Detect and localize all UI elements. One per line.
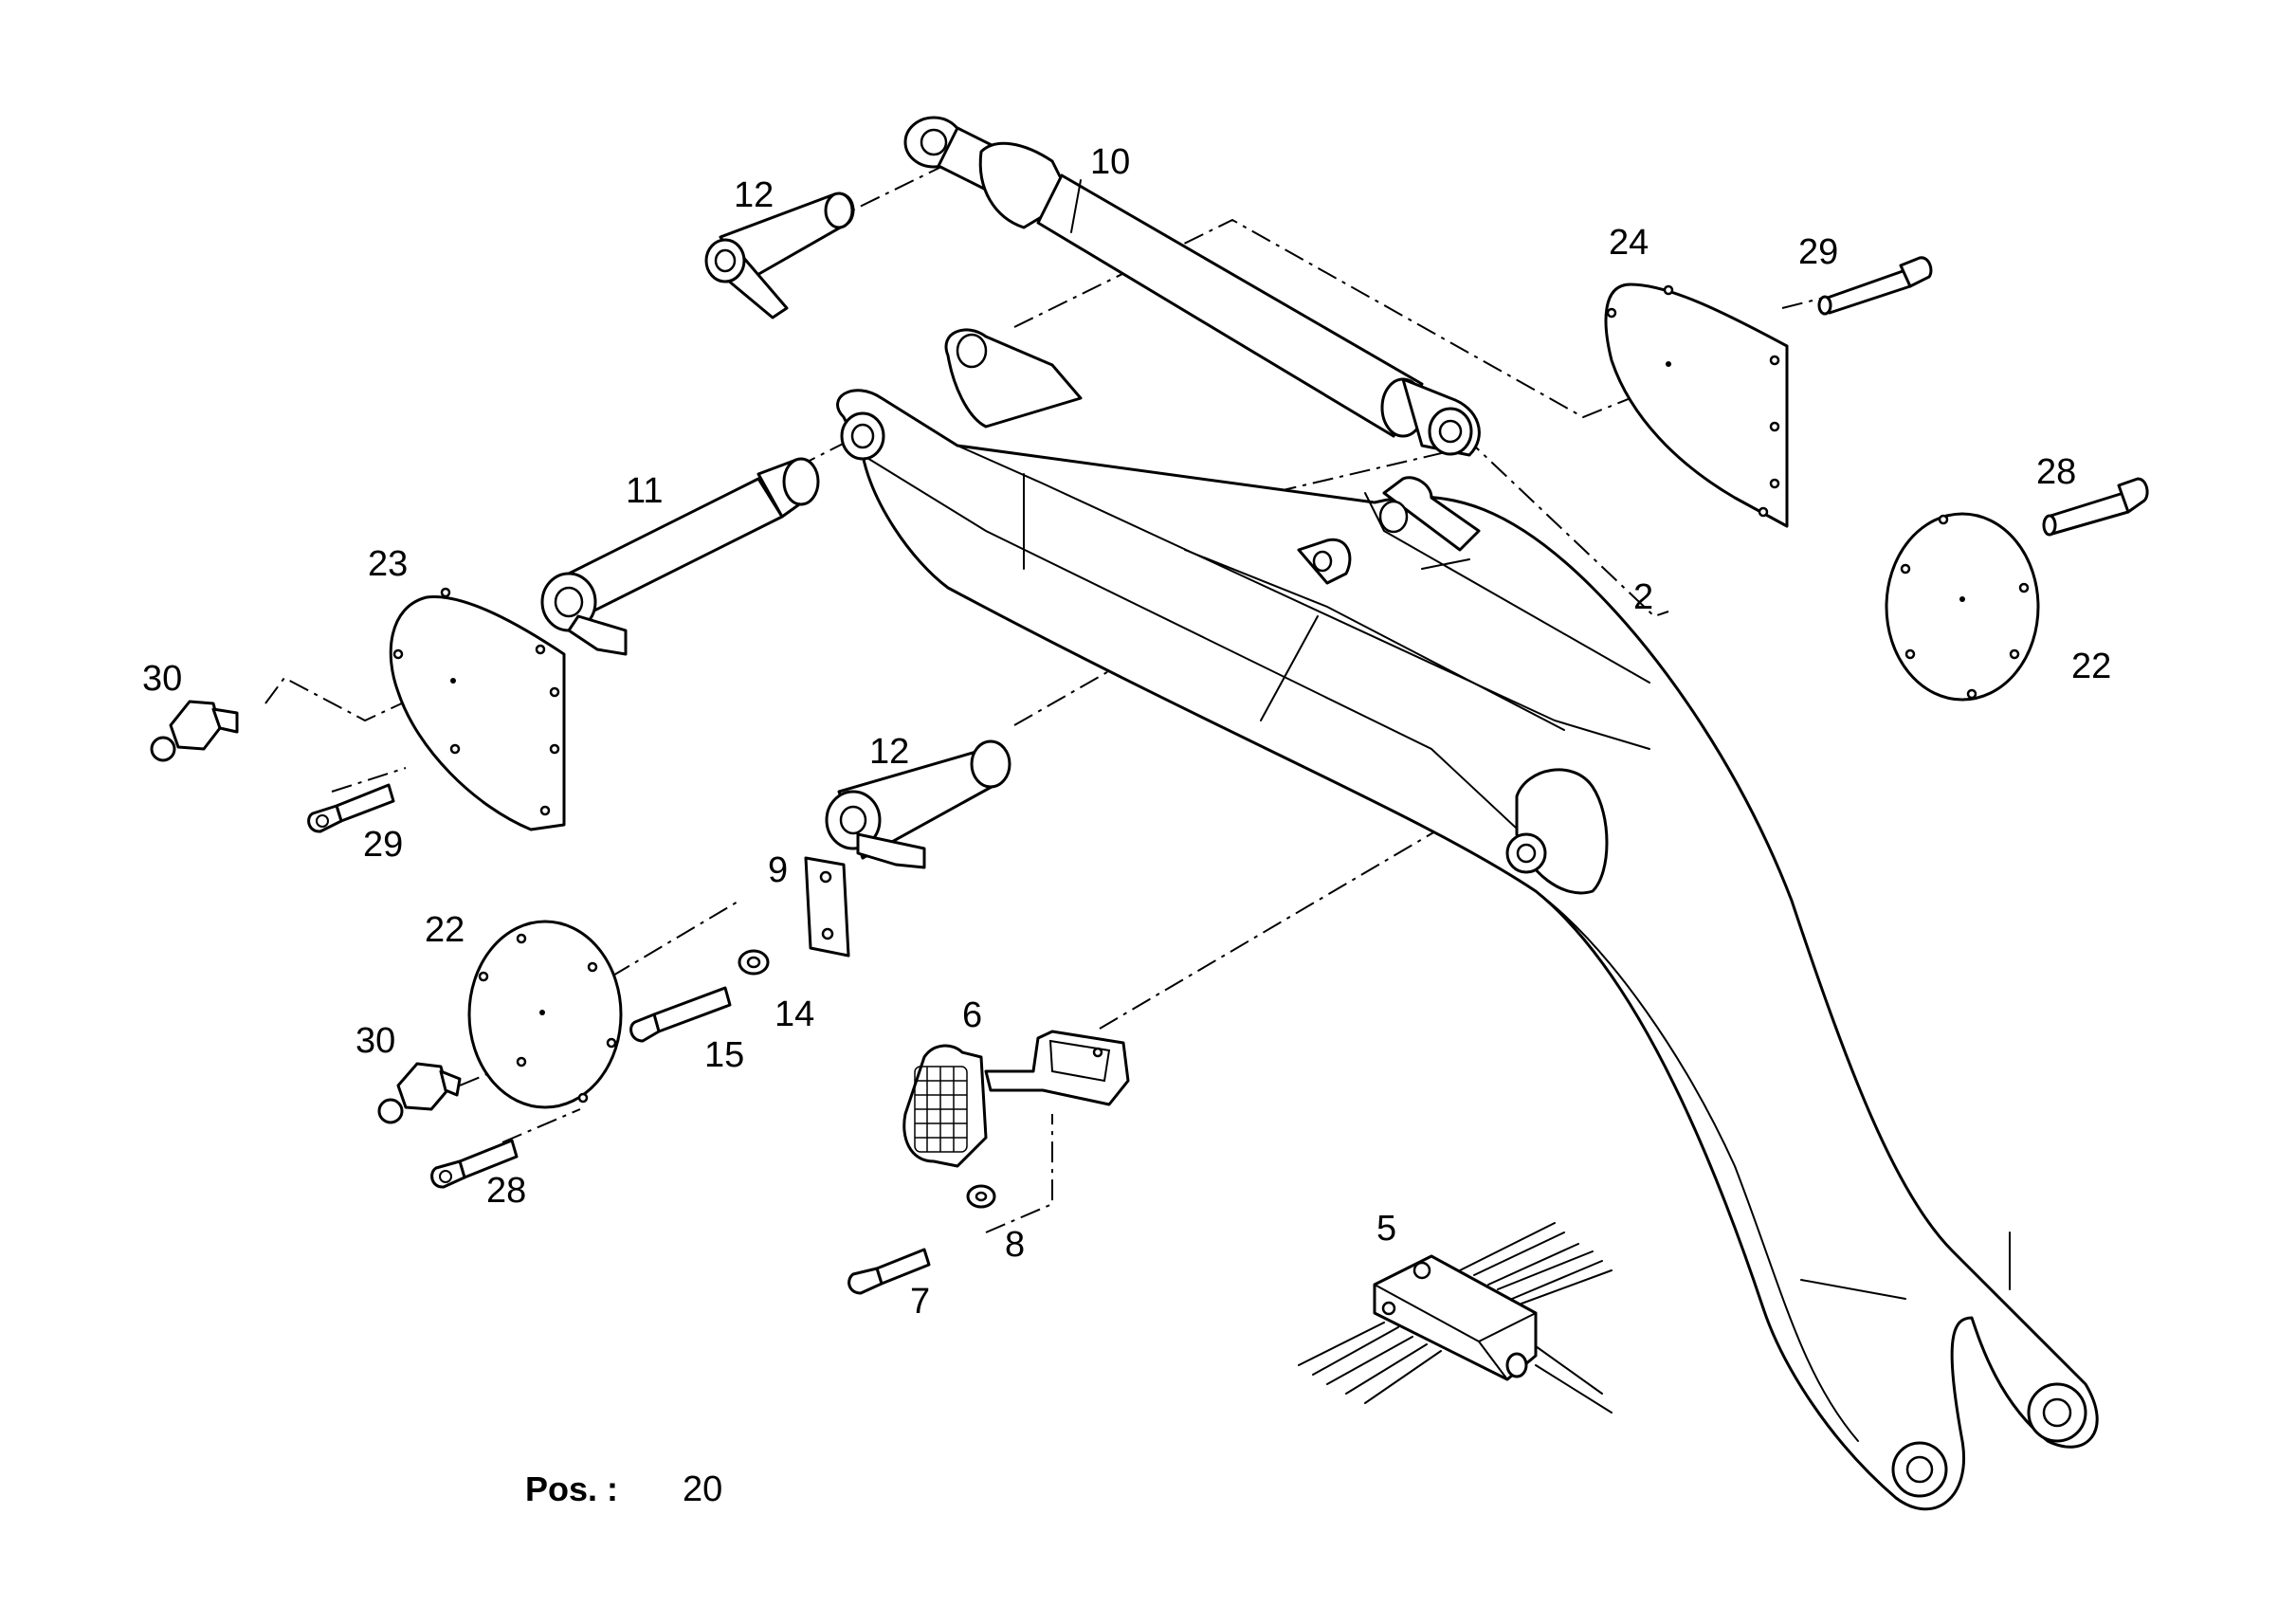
callout-22-left: 22	[425, 910, 465, 950]
pos-value: 20	[683, 1469, 722, 1509]
callout-12-lower: 12	[869, 732, 909, 772]
callout-29-lower: 29	[363, 825, 403, 865]
cover-plate-part-23	[389, 587, 566, 831]
callout-23: 23	[368, 544, 408, 584]
bolt-part-29-top	[1817, 256, 1933, 316]
cover-plate-part-24	[1604, 283, 1789, 528]
grease-nipple-part-30-lower	[377, 1062, 462, 1124]
callout-28-lower: 28	[486, 1171, 526, 1211]
boom-part-2	[836, 328, 2099, 1511]
callout-15: 15	[704, 1035, 744, 1075]
position-footer: Pos. : 20	[525, 1469, 722, 1509]
pos-label: Pos. :	[525, 1469, 618, 1508]
callout-14: 14	[774, 994, 814, 1034]
callout-28-top: 28	[2036, 452, 2076, 492]
washer-part-14	[738, 949, 770, 976]
bolt-part-15	[629, 986, 732, 1043]
callout-7: 7	[910, 1282, 930, 1322]
bolt-part-28-lower	[430, 1139, 519, 1189]
callout-6: 6	[962, 995, 982, 1035]
pin-part-12-top	[704, 192, 855, 319]
bolt-part-7	[847, 1248, 931, 1295]
callout-30-upper: 30	[142, 659, 182, 699]
callout-12-top: 12	[734, 175, 774, 215]
callout-24: 24	[1609, 223, 1649, 263]
plate-part-9	[804, 856, 850, 958]
callout-29-top: 29	[1798, 232, 1838, 272]
callout-2: 2	[1633, 577, 1653, 617]
grease-nipple-part-30-upper	[150, 700, 239, 762]
bolt-part-28-top	[2042, 477, 2149, 537]
pin-part-12-lower	[825, 739, 1011, 869]
callout-5: 5	[1376, 1209, 1396, 1249]
pin-part-11	[540, 457, 820, 656]
callout-10: 10	[1090, 142, 1130, 182]
round-cover-part-22-right	[1885, 512, 2040, 702]
callout-8: 8	[1005, 1225, 1025, 1265]
callout-11: 11	[626, 471, 663, 511]
callout-30-lower: 30	[355, 1021, 395, 1061]
washer-part-8	[966, 1184, 996, 1209]
bolt-part-29-lower	[307, 783, 395, 833]
round-cover-part-22-left	[467, 920, 623, 1109]
valve-block-part-5	[1298, 1222, 1613, 1414]
callout-9: 9	[768, 850, 788, 890]
callout-labels: 10 12 24 29 11 23 28 2 22 30 29 12 9 22 …	[142, 142, 2111, 1322]
step-part-6	[902, 1030, 1130, 1168]
callout-22-right: 22	[2071, 647, 2111, 686]
cylinder-part-10	[903, 116, 1481, 457]
